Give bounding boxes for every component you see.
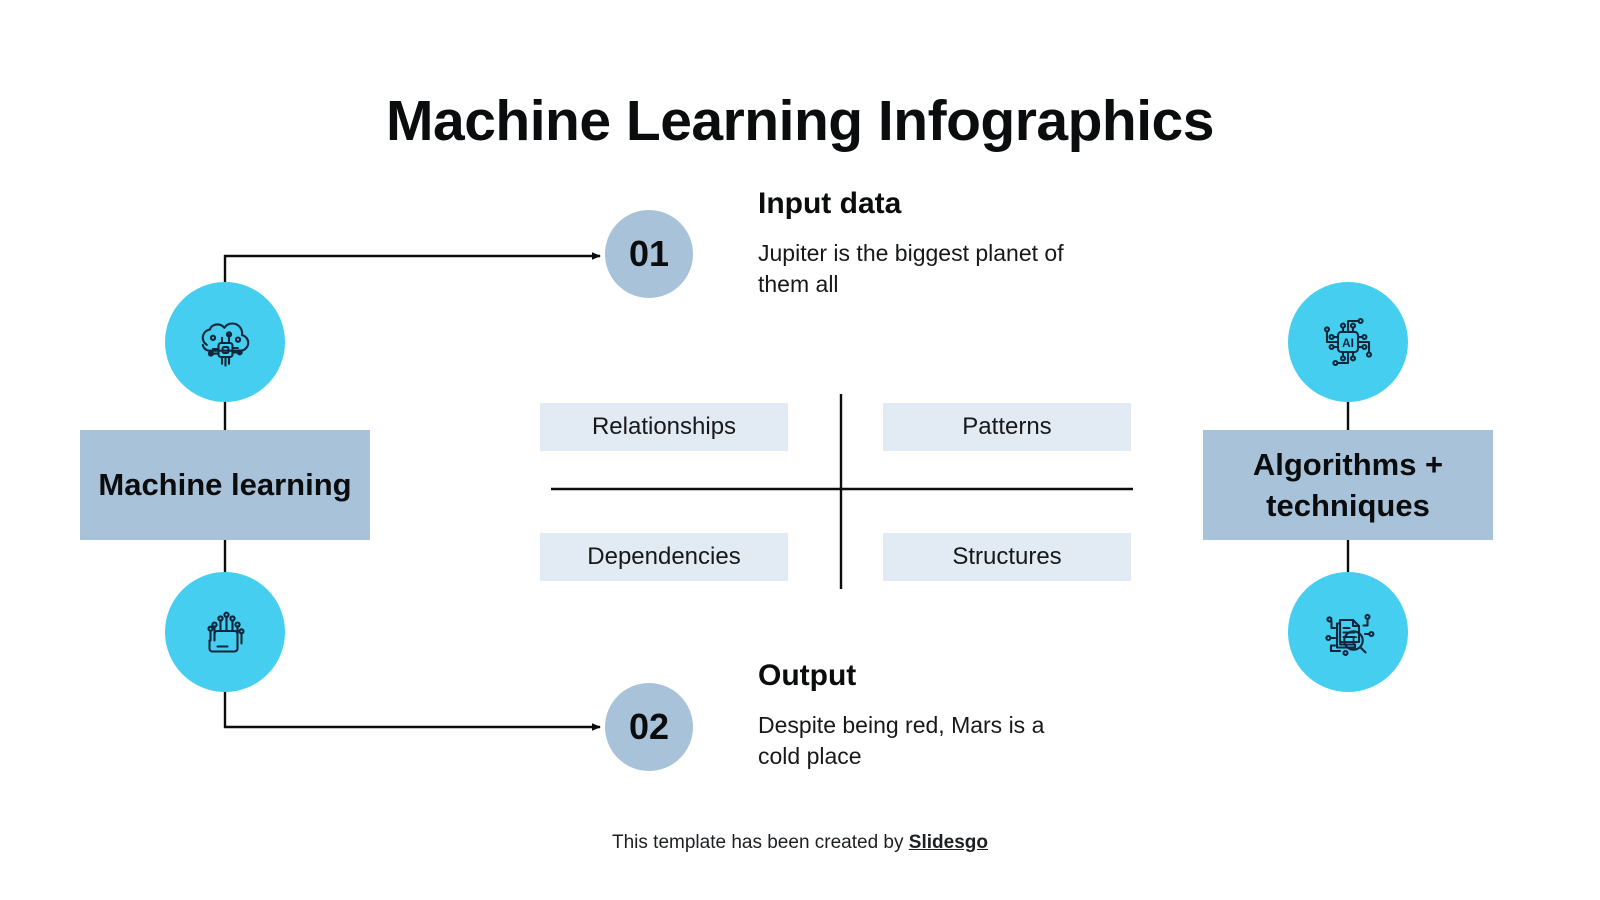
step-number: 02 (628, 706, 670, 747)
step-number-badge-02[interactable]: 02 (605, 683, 693, 771)
step-body: Despite being red, Mars is a cold place (758, 712, 1045, 770)
svg-text:AI: AI (1342, 336, 1354, 350)
page-title: Machine Learning Infographics (386, 89, 1214, 153)
quadrant-label: Patterns (962, 413, 1052, 440)
quadrant-item-relationships[interactable]: Relationships (540, 403, 788, 451)
icon-badge-laptop-circuit[interactable] (165, 572, 285, 692)
icon-badge-ai-brain[interactable] (165, 282, 285, 402)
category-label: Machine learning (98, 467, 352, 503)
ai-chip-circuit-icon: AI (1323, 317, 1373, 367)
category-box-algorithms[interactable]: Algorithms + techniques (1203, 430, 1493, 540)
quadrant-label: Dependencies (587, 543, 741, 570)
document-magnifier-text-icon: T (1325, 613, 1375, 657)
step-text-block-02: Output Despite being red, Mars is a cold… (758, 658, 1088, 772)
icon-badge-ai-chip[interactable]: AI (1288, 282, 1408, 402)
step-number: 01 (628, 233, 670, 274)
quadrant-item-patterns[interactable]: Patterns (883, 403, 1131, 451)
ai-brain-cloud-chip-icon (201, 322, 250, 367)
icon-badge-document-search[interactable]: T (1288, 572, 1408, 692)
quadrant-item-dependencies[interactable]: Dependencies (540, 533, 788, 581)
category-box-machine-learning[interactable]: Machine learning (80, 430, 370, 540)
step-text-block-01: Input data Jupiter is the biggest planet… (758, 186, 1088, 300)
quadrant-item-structures[interactable]: Structures (883, 533, 1131, 581)
footer-credit: This template has been created by Slides… (0, 832, 1600, 854)
laptop-circuit-nodes-icon (207, 611, 245, 653)
slidesgo-link[interactable]: Slidesgo (908, 832, 988, 853)
step-heading: Input data (758, 187, 902, 220)
footer-text: This template has been created by (612, 832, 909, 853)
quadrant-label: Structures (952, 543, 1062, 570)
connector-ml-to-step-01 (223, 252, 601, 290)
step-body: Jupiter is the biggest planet of them al… (758, 240, 1064, 298)
connector-laptop-to-step-02 (223, 690, 601, 731)
quadrant-label: Relationships (591, 413, 737, 440)
step-number-badge-01[interactable]: 01 (605, 210, 693, 298)
category-label: Algorithms + techniques (1252, 446, 1444, 523)
step-heading: Output (758, 659, 857, 692)
svg-text:T: T (1350, 634, 1358, 648)
